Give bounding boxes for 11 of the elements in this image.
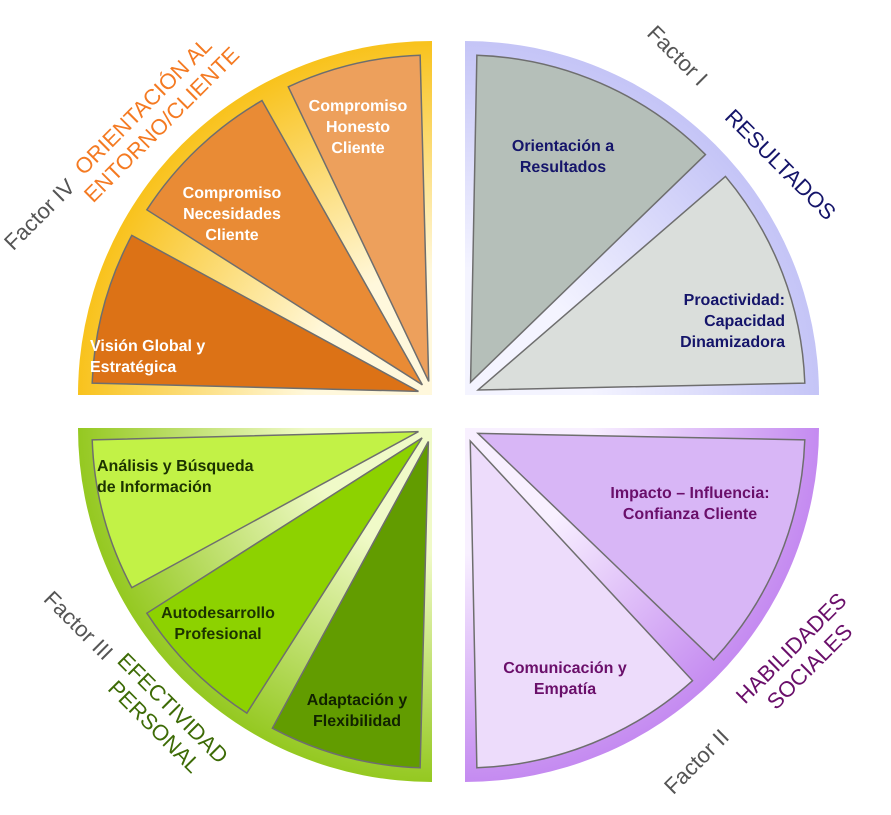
wedge-segment (90, 429, 421, 590)
wedge-label: Impacto – Influencia: Confianza Cliente (609, 484, 771, 525)
wedge-label: Visión Global y Estratégica (90, 337, 206, 378)
wedge-label: Análisis y Búsqueda de Información (97, 457, 255, 498)
wedge-label: Orientación a Resultados (510, 137, 616, 178)
wedge-label: Adaptación y Flexibilidad (306, 691, 408, 732)
wedge-label: Proactividad: Capacidad Dinamizadora (679, 290, 785, 352)
wedge-label: Comunicación y Empatía (502, 659, 628, 700)
wedge-label: Autodesarrollo Profesional (160, 604, 276, 645)
wedge-label: Compromiso Honesto Cliente (308, 96, 408, 158)
wedge-segment (286, 53, 431, 384)
